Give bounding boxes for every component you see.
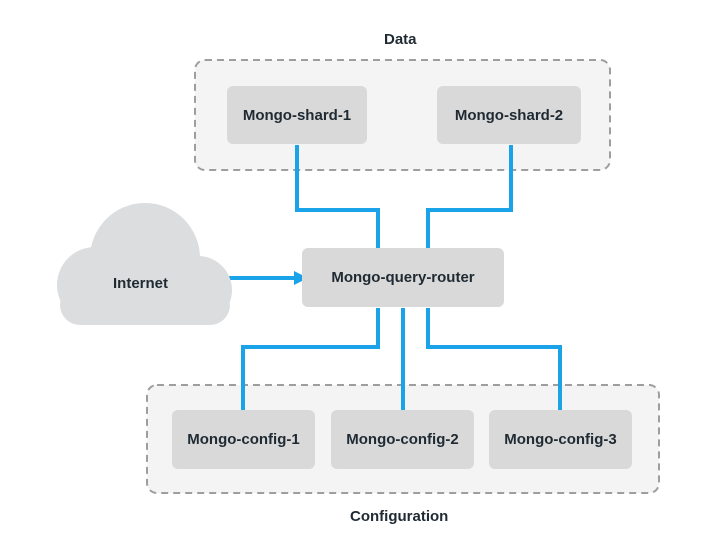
- connector-router-config3: [426, 308, 562, 410]
- node-mongo-config-3[interactable]: Mongo-config-3: [489, 410, 632, 469]
- connector-shard2-router: [426, 145, 513, 248]
- data-group-label: Data: [384, 31, 417, 48]
- cloud-icon: [57, 203, 232, 325]
- node-mongo-config-2[interactable]: Mongo-config-2: [331, 410, 474, 469]
- node-mongo-config-1[interactable]: Mongo-config-1: [172, 410, 315, 469]
- node-mongo-shard-2[interactable]: Mongo-shard-2: [437, 86, 581, 144]
- node-mongo-query-router[interactable]: Mongo-query-router: [302, 248, 504, 307]
- connector-router-config1: [241, 308, 380, 410]
- configuration-group-label: Configuration: [350, 508, 449, 525]
- internet-label: Internet: [113, 275, 169, 292]
- connector-shard1-router: [295, 145, 380, 248]
- node-mongo-shard-1[interactable]: Mongo-shard-1: [227, 86, 367, 144]
- arrowhead-icon: [294, 271, 308, 285]
